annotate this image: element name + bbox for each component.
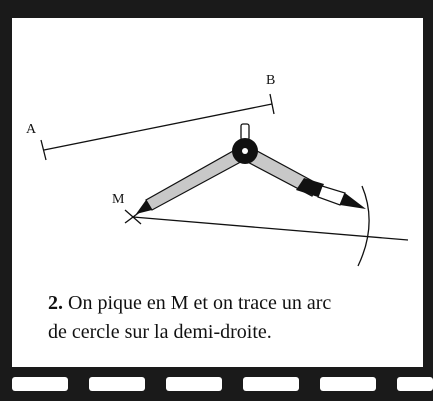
label-b: B bbox=[266, 73, 275, 88]
film-perforation bbox=[12, 377, 68, 391]
film-perforation bbox=[397, 377, 433, 391]
label-a: A bbox=[26, 122, 37, 137]
caption-line-2: de cercle sur la demi-droite. bbox=[48, 321, 272, 343]
film-perforation bbox=[89, 377, 145, 391]
pencil-holder bbox=[296, 178, 324, 197]
segment-ab bbox=[43, 103, 273, 151]
film-perforation bbox=[320, 377, 376, 391]
compass-handle bbox=[240, 123, 250, 141]
step-number: 2. bbox=[48, 292, 63, 314]
caption-line-1: On pique en M et on trace un arc bbox=[63, 292, 332, 314]
arc-of-circle bbox=[357, 185, 370, 267]
half-line bbox=[132, 216, 409, 241]
pencil-body bbox=[317, 185, 346, 206]
illustration-panel bbox=[12, 18, 423, 367]
compass-hinge-pin bbox=[242, 148, 248, 154]
instruction-caption: 2. On pique en M et on trace un arc de c… bbox=[48, 289, 408, 347]
tick-a bbox=[40, 139, 47, 161]
pencil-lead bbox=[340, 193, 366, 209]
label-m: M bbox=[112, 192, 125, 207]
film-perforation bbox=[166, 377, 222, 391]
compass-needle bbox=[136, 200, 152, 214]
compass-icon bbox=[136, 123, 366, 214]
compass-left-leg bbox=[145, 145, 249, 211]
tick-b bbox=[269, 93, 275, 115]
film-perforations bbox=[0, 377, 433, 395]
film-perforation bbox=[243, 377, 299, 391]
